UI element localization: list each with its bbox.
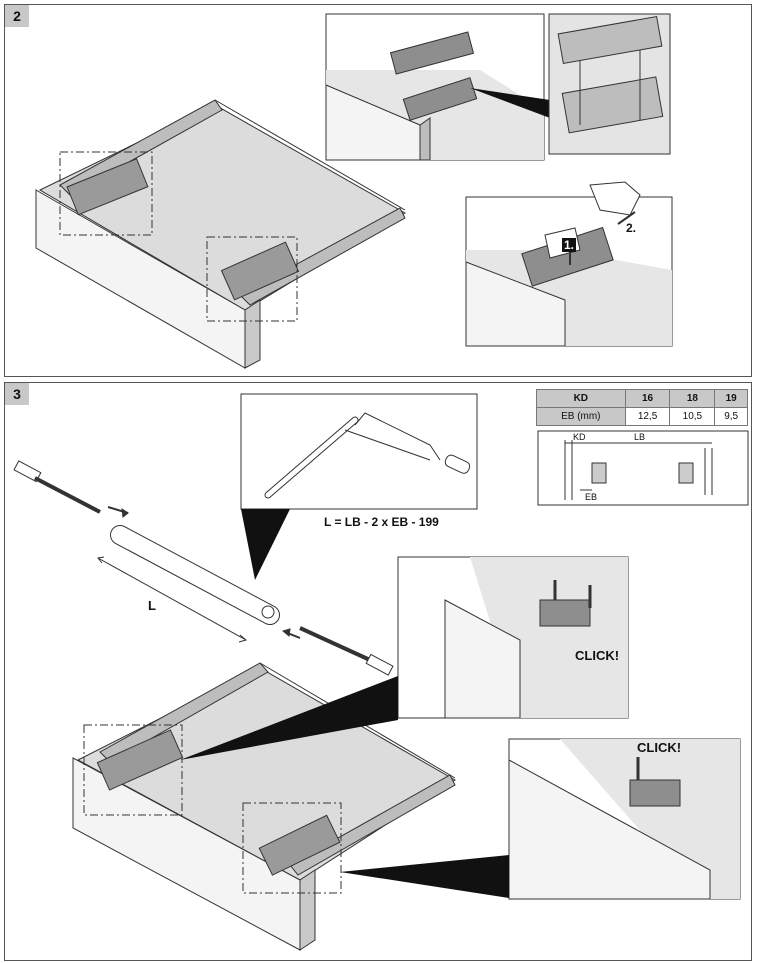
callout-2 [340, 855, 509, 898]
callout-1 [180, 676, 398, 760]
eb-value-19: 9,5 [714, 407, 748, 426]
drawer-step2 [35, 99, 406, 369]
kd-19-header: 19 [714, 389, 748, 408]
lb-dimension-label: LB [634, 432, 646, 442]
kd-header: KD [536, 389, 626, 408]
saw-inset [240, 393, 478, 510]
eb-value-18: 10,5 [669, 407, 716, 426]
eb-row-label: EB (mm) [536, 407, 626, 426]
inset-2b [548, 13, 671, 155]
kd-dimension-label: KD [573, 432, 586, 442]
step-number: 3 [5, 383, 29, 405]
length-label: L [148, 598, 156, 613]
eb-value-16: 12,5 [624, 407, 671, 426]
click-inset-2 [508, 738, 741, 900]
synchronisation-rod [13, 460, 394, 676]
saw-callout [241, 509, 290, 580]
press-label-1: 1. [562, 238, 577, 252]
inset-2c [465, 181, 673, 347]
click-label-2: CLICK! [637, 740, 682, 755]
eb-dimension-label: EB [585, 492, 598, 502]
drawer-step3 [72, 662, 456, 951]
kd-16-header: 16 [624, 389, 671, 408]
formula-label: L = LB - 2 x EB - 199 [324, 515, 439, 529]
kd-lb-diagram [537, 430, 749, 506]
kd-18-header: 18 [669, 389, 716, 408]
click-inset-1 [397, 556, 629, 719]
step-number: 2 [5, 5, 29, 27]
inset-2a [325, 13, 550, 161]
click-label-1: CLICK! [575, 648, 620, 663]
kd-eb-table: KD 16 18 19 EB (mm) 12,5 10,5 9,5 [536, 389, 748, 426]
press-label-2: 2. [626, 221, 637, 235]
